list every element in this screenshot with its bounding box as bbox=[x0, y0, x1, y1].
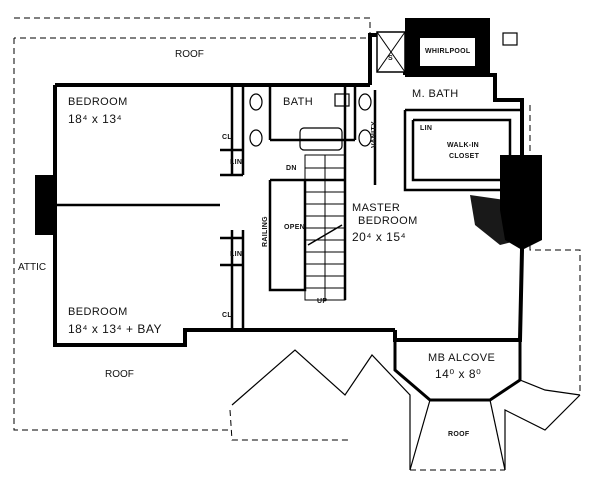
mb-alcove-dims: 14⁰ x 8⁰ bbox=[435, 367, 482, 381]
bedroom-1-name: BEDROOM bbox=[68, 96, 128, 108]
attic-label: ATTIC bbox=[18, 262, 47, 273]
mb-alcove-name: MB ALCOVE bbox=[428, 352, 496, 364]
linen-1-label: LIN bbox=[230, 159, 243, 166]
shower-label: S bbox=[388, 55, 393, 62]
bath-fixtures bbox=[249, 93, 372, 151]
bedroom-1-dims: 18⁴ x 13⁴ bbox=[68, 112, 123, 126]
fireplace bbox=[470, 195, 520, 245]
linen-2-label: LIN bbox=[230, 251, 243, 258]
chimney-left bbox=[35, 175, 55, 235]
whirlpool-label: WHIRLPOOL bbox=[425, 48, 471, 55]
bedroom-2-name: BEDROOM bbox=[68, 306, 128, 318]
linen-3-label: LIN bbox=[420, 125, 433, 132]
vanity-label: VANITY bbox=[371, 121, 378, 148]
up-label: UP bbox=[317, 298, 328, 305]
staircase bbox=[304, 154, 346, 301]
m-bath-name: M. BATH bbox=[412, 88, 459, 100]
whirlpool-tub bbox=[376, 18, 490, 75]
railing-label: RAILING bbox=[262, 216, 269, 247]
roof-bottom-left-label: ROOF bbox=[105, 369, 134, 380]
mb-alcove-bay bbox=[393, 340, 522, 402]
master-bedroom-dims: 20⁴ x 15⁴ bbox=[352, 230, 407, 244]
closet-2-label: CL bbox=[222, 312, 232, 319]
interior-walls bbox=[55, 85, 520, 330]
bath-name: BATH bbox=[283, 96, 314, 108]
roof-bottom-center-label: ROOF bbox=[448, 431, 470, 438]
dn-label: DN bbox=[286, 165, 297, 172]
closet-1-label: CL bbox=[222, 134, 232, 141]
walk-in-closet-name-1: WALK-IN bbox=[447, 142, 480, 149]
master-bedroom-name-2: BEDROOM bbox=[358, 215, 418, 227]
toilet-m-bath bbox=[502, 32, 518, 46]
roof-top-label: ROOF bbox=[175, 49, 204, 60]
bedroom-2-dims: 18⁴ x 13⁴ + BAY bbox=[68, 322, 162, 336]
walk-in-closet-name-2: CLOSET bbox=[449, 153, 480, 160]
master-bedroom-name-1: MASTER bbox=[352, 202, 401, 214]
bay-roof bbox=[231, 349, 581, 471]
open-label: OPEN bbox=[284, 224, 306, 231]
